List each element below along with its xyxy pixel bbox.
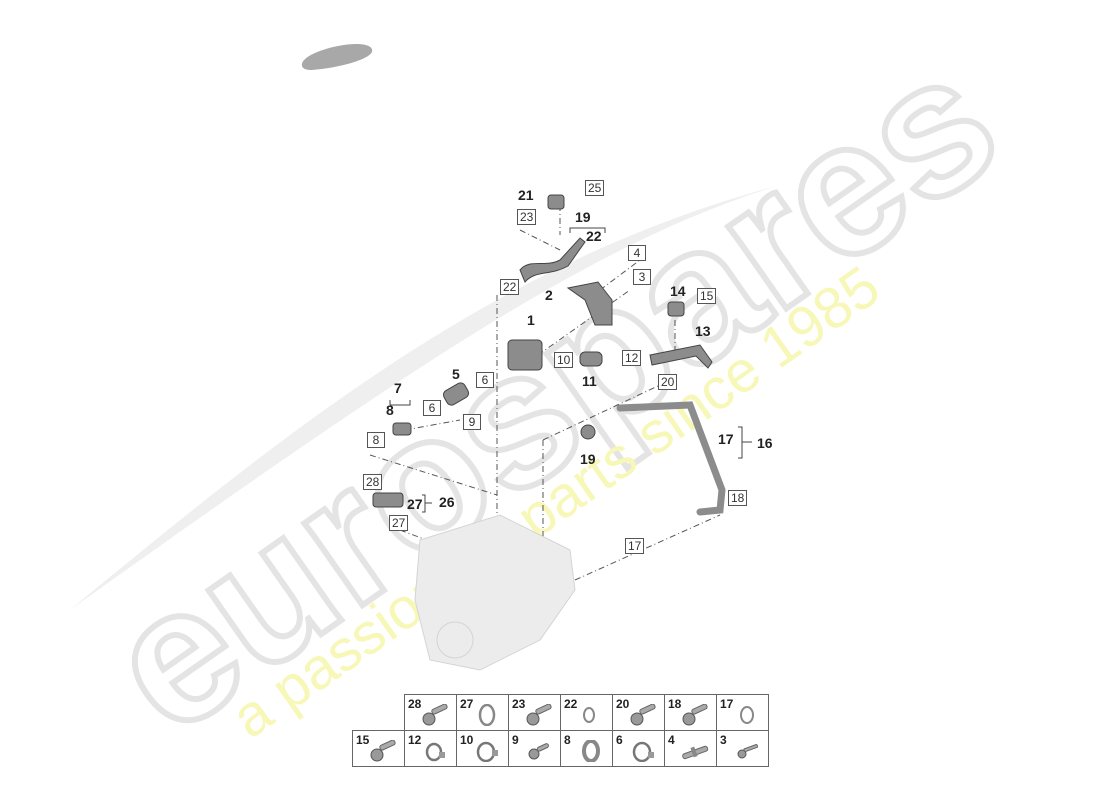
legend-cell: 10 xyxy=(456,730,509,767)
legend-cell: 15 xyxy=(352,730,405,767)
callout-box-18: 18 xyxy=(728,490,748,506)
callout-box-4: 4 xyxy=(628,245,646,261)
callout-17: 17 xyxy=(718,431,734,447)
callout-box-12: 12 xyxy=(622,350,642,366)
legend-row-2: 15 12 10 9 8 6 4 3 xyxy=(352,730,769,767)
screw-icon xyxy=(737,744,759,759)
hose-sleeve xyxy=(442,382,470,406)
callout-5: 5 xyxy=(452,366,460,382)
callout-21: 19 xyxy=(575,209,591,225)
bolt-icon xyxy=(682,704,708,726)
stud-bolt-icon xyxy=(682,745,709,760)
plug xyxy=(392,422,412,436)
seal-ring xyxy=(580,424,596,440)
legend-cell: 3 xyxy=(716,730,769,767)
bolt-icon xyxy=(370,740,396,762)
legend-row-1: 28 27 23 22 20 18 17 xyxy=(353,694,769,731)
seal-ring-icon xyxy=(478,704,496,726)
hardware-legend-table: 28 27 23 22 20 18 17 15 12 10 9 8 6 4 3 xyxy=(352,694,769,767)
seal-plug xyxy=(547,194,565,210)
callout-8: 8 xyxy=(386,402,394,418)
legend-cell: 28 xyxy=(404,694,457,731)
callout-box-3: 3 xyxy=(633,269,651,285)
hose-clamp-icon xyxy=(425,742,445,762)
callout-14: 14 xyxy=(670,283,686,299)
washer-icon xyxy=(582,740,600,762)
legend-cell: 8 xyxy=(560,730,613,767)
callout-2: 2 xyxy=(545,287,553,303)
callout-box-27: 27 xyxy=(389,515,409,531)
hose-clamp-icon xyxy=(476,741,498,762)
callout-26: 26 xyxy=(439,494,455,510)
callout-box-6b: 6 xyxy=(423,400,441,416)
legend-cell: 4 xyxy=(664,730,717,767)
callout-7: 7 xyxy=(394,380,402,396)
coolant-line xyxy=(649,344,713,369)
callout-22: 22 xyxy=(586,228,602,244)
legend-cell: 22 xyxy=(560,694,613,731)
legend-cell: 23 xyxy=(508,694,561,731)
callout-box-25: 25 xyxy=(585,180,605,196)
callout-box-15: 15 xyxy=(697,288,717,304)
legend-cell: 9 xyxy=(508,730,561,767)
callout-box-22: 22 xyxy=(500,279,520,295)
callout-box-8: 8 xyxy=(367,432,385,448)
water-pump xyxy=(507,339,543,371)
bracket xyxy=(566,281,613,326)
callout-24: 21 xyxy=(518,187,534,203)
bolt-icon xyxy=(528,743,549,760)
hose-clamp-icon xyxy=(632,741,654,762)
legend-cell: 18 xyxy=(664,694,717,731)
callout-box-20: 20 xyxy=(658,374,678,390)
legend-cell: 27 xyxy=(456,694,509,731)
callout-19: 19 xyxy=(580,451,596,467)
seal-ring-icon xyxy=(740,706,754,724)
callout-16: 16 xyxy=(757,435,773,451)
coolant-pipe-upper xyxy=(519,237,586,283)
hose-connector xyxy=(579,351,603,367)
callout-box-28: 28 xyxy=(363,474,383,490)
legend-cell: 20 xyxy=(612,694,665,731)
callout-box-6a: 6 xyxy=(476,372,494,388)
callout-11: 11 xyxy=(582,373,597,389)
callout-1: 1 xyxy=(527,312,535,328)
callout-box-9: 9 xyxy=(463,414,481,430)
connector xyxy=(667,301,685,317)
seal-ring-icon xyxy=(583,707,595,723)
bolt-icon xyxy=(526,704,552,726)
callout-13: 13 xyxy=(695,323,711,339)
legend-cell: 6 xyxy=(612,730,665,767)
callout-box-23: 23 xyxy=(517,209,537,225)
legend-cell: 17 xyxy=(716,694,769,731)
callout-box-10: 10 xyxy=(554,352,574,368)
callout-27: 27 xyxy=(407,496,423,512)
plug-assembly xyxy=(372,492,404,508)
bolt-icon xyxy=(630,704,656,726)
bolt-icon xyxy=(422,704,448,726)
car-silhouette-icon xyxy=(301,44,373,70)
engine-block xyxy=(414,514,576,671)
coolant-tube xyxy=(616,401,726,516)
callout-box-17: 17 xyxy=(625,538,645,554)
legend-cell: 12 xyxy=(404,730,457,767)
